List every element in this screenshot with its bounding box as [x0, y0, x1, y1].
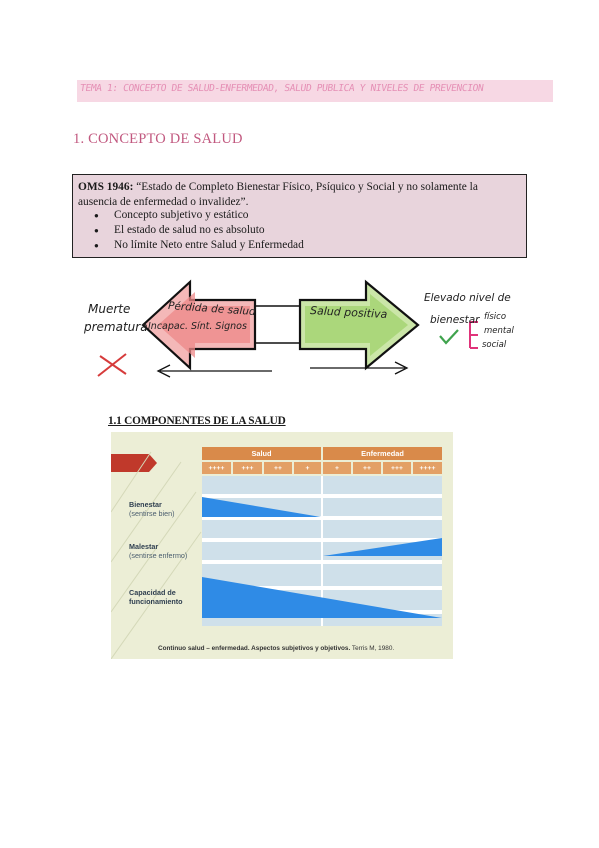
left-arrow-label-2: Incapac. Sínt. Signos — [148, 321, 247, 332]
row-subtitle: (sentirse enfermo) — [129, 551, 188, 560]
health-continuum-drawing — [97, 279, 478, 378]
oms-label: OMS 1946: — [78, 181, 134, 193]
right-label-bienestar: bienestar — [430, 314, 480, 326]
column-header-salud: Salud — [202, 447, 321, 460]
row-title: Malestar — [129, 542, 159, 551]
lower-right-arrowhead — [394, 361, 409, 375]
column-header-enfermedad: Enfermedad — [323, 447, 442, 460]
x-mark — [97, 353, 127, 377]
tick-salud: ++++ — [202, 462, 231, 474]
list-item: El estado de salud no es absoluto — [78, 223, 304, 238]
left-label-prematura: prematura — [84, 320, 148, 334]
bienestar-wedge — [202, 497, 321, 517]
tick-enfermedad: ++ — [353, 462, 381, 474]
left-arrow-highlight — [158, 292, 250, 358]
list-item: Concepto subjetivo y estático — [78, 208, 304, 223]
oms-definition-text: “Estado de Completo Bienestar Físico, Ps… — [78, 181, 478, 208]
right-label-elevado: Elevado nivel de — [424, 292, 511, 304]
lower-left-arrowhead — [156, 364, 171, 378]
red-ribbon — [111, 454, 157, 472]
figure-caption: Continuo salud – enfermedad. Aspectos su… — [158, 645, 394, 652]
check-icon — [439, 329, 459, 345]
left-label-muerte: Muerte — [88, 302, 131, 316]
row-title: Capacidad de funcionamiento — [129, 588, 183, 606]
title-banner — [77, 80, 553, 102]
row-label-bienestar: Bienestar (sentirse bien) — [129, 500, 175, 518]
caption-reference: Terris M, 1980. — [351, 645, 395, 652]
row-label-capacidad: Capacidad de funcionamiento — [129, 588, 199, 606]
list-item: No límite Neto entre Salud y Enfermedad — [78, 238, 304, 253]
row-title: Bienestar — [129, 500, 162, 509]
section-heading-concepto: 1. CONCEPTO DE SALUD — [73, 131, 243, 147]
tick-enfermedad: + — [323, 462, 351, 474]
right-arrow-highlight — [305, 294, 408, 356]
continuum-grid — [202, 476, 442, 626]
malestar-wedge — [323, 538, 442, 556]
tick-salud: +++ — [233, 462, 262, 474]
caption-text: Continuo salud – enfermedad. Aspectos su… — [158, 645, 351, 652]
right-item-social: social — [482, 340, 507, 350]
tick-salud: ++ — [264, 462, 292, 474]
tick-enfermedad: ++++ — [413, 462, 442, 474]
tick-salud: + — [294, 462, 321, 474]
capacidad-wedge — [202, 577, 442, 618]
oms-bullet-list: Concepto subjetivo y estático El estado … — [78, 208, 304, 253]
oms-definition: OMS 1946: “Estado de Completo Bienestar … — [78, 180, 518, 210]
row-label-malestar: Malestar (sentirse enfermo) — [129, 542, 187, 560]
right-item-mental: mental — [484, 326, 514, 336]
background-decoration — [111, 451, 202, 659]
page-title: TEMA 1: CONCEPTO DE SALUD-ENFERMEDAD, SA… — [79, 83, 484, 94]
pink-bracket — [469, 321, 478, 349]
right-item-fisico: físico — [484, 312, 507, 322]
tick-enfermedad: +++ — [383, 462, 411, 474]
section-heading-componentes: 1.1 COMPONENTES DE LA SALUD — [108, 415, 286, 427]
row-subtitle: (sentirse bien) — [129, 509, 175, 518]
